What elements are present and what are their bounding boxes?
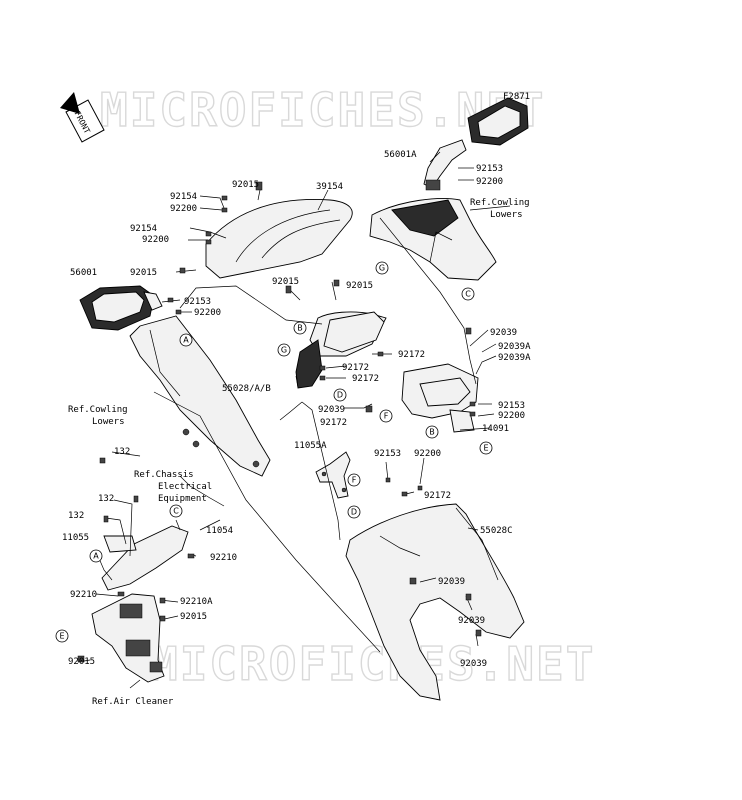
label-92153-top: 92153 bbox=[476, 164, 503, 174]
callout-B-2: B bbox=[425, 425, 439, 439]
headlight-inner-cowl bbox=[295, 311, 387, 389]
label-ref-cowling-right-2: Lowers bbox=[490, 210, 523, 220]
label-92039A-a: 92039A bbox=[498, 342, 531, 352]
label-92200-a: 92200 bbox=[170, 204, 197, 214]
label-55028C: 55028C bbox=[480, 526, 513, 536]
svg-text:F: F bbox=[352, 476, 357, 485]
instrument-panel bbox=[401, 363, 479, 433]
figure-code: F2871 bbox=[503, 92, 530, 102]
label-92172-d: 92172 bbox=[320, 418, 347, 428]
svg-text:E: E bbox=[483, 444, 488, 453]
callout-A-2: A bbox=[89, 549, 103, 563]
label-39154: 39154 bbox=[316, 182, 343, 192]
label-11055: 11055 bbox=[62, 533, 89, 543]
callout-E-2: E bbox=[55, 629, 69, 643]
fasteners bbox=[77, 181, 482, 663]
label-92039-b: 92039 bbox=[318, 405, 345, 415]
label-92153-left: 92153 bbox=[184, 297, 211, 307]
label-132-a: 132 bbox=[114, 447, 130, 457]
svg-text:F: F bbox=[384, 412, 389, 421]
label-55028AB: 55028/A/B bbox=[222, 384, 271, 394]
label-92039-d: 92039 bbox=[458, 616, 485, 626]
label-14091: 14091 bbox=[482, 424, 509, 434]
label-ref-cowling-right-1: Ref.Cowling bbox=[470, 198, 530, 208]
callout-D-1: D bbox=[333, 388, 347, 402]
label-92015-b: 92015 bbox=[130, 268, 157, 278]
cowling-stay bbox=[91, 593, 165, 683]
callout-C-2: C bbox=[169, 504, 183, 518]
label-92039A-b: 92039A bbox=[498, 353, 531, 363]
bracket-11055A bbox=[315, 451, 351, 499]
label-92210-a: 92210 bbox=[210, 553, 237, 563]
label-11054: 11054 bbox=[206, 526, 233, 536]
callout-F-1: F bbox=[379, 409, 393, 423]
callout-B-1: B bbox=[293, 321, 307, 335]
label-92154-b: 92154 bbox=[130, 224, 157, 234]
label-92210A: 92210A bbox=[180, 597, 213, 607]
label-ref-air-cleaner: Ref.Air Cleaner bbox=[92, 697, 174, 707]
label-ref-cowling-left-1: Ref.Cowling bbox=[68, 405, 128, 415]
label-92015-c: 92015 bbox=[272, 277, 299, 287]
svg-text:E: E bbox=[59, 632, 64, 641]
front-arrow-icon: FRONT bbox=[60, 92, 105, 143]
callout-C-1: C bbox=[461, 287, 475, 301]
label-92153-mid: 92153 bbox=[498, 401, 525, 411]
label-ref-chassis-2: Electrical bbox=[158, 482, 212, 492]
svg-text:B: B bbox=[297, 324, 303, 333]
cowling-right-upper bbox=[369, 198, 497, 281]
label-ref-chassis-1: Ref.Chassis bbox=[134, 470, 194, 480]
svg-text:A: A bbox=[93, 552, 99, 561]
upper-cowl-left bbox=[129, 315, 271, 477]
label-ref-chassis-3: Equipment bbox=[158, 494, 207, 504]
svg-text:A: A bbox=[183, 336, 189, 345]
label-92153-low: 92153 bbox=[374, 449, 401, 459]
label-92039-c: 92039 bbox=[438, 577, 465, 587]
label-92172-e: 92172 bbox=[424, 491, 451, 501]
label-92172-a: 92172 bbox=[398, 350, 425, 360]
label-92200-low: 92200 bbox=[414, 449, 441, 459]
svg-text:C: C bbox=[173, 507, 179, 516]
callout-A-1: A bbox=[179, 333, 193, 347]
label-56001A: 56001A bbox=[384, 150, 417, 160]
svg-text:G: G bbox=[379, 264, 385, 273]
label-92200-b: 92200 bbox=[142, 235, 169, 245]
lower-cowl-center bbox=[345, 503, 525, 701]
label-92200-left: 92200 bbox=[194, 308, 221, 318]
label-92015-e: 92015 bbox=[180, 612, 207, 622]
label-132-c: 132 bbox=[68, 511, 84, 521]
label-92200-top: 92200 bbox=[476, 177, 503, 187]
label-92015-a: 92015 bbox=[232, 180, 259, 190]
label-92015-d: 92015 bbox=[346, 281, 373, 291]
callout-G-2: G bbox=[277, 343, 291, 357]
label-92200-mid: 92200 bbox=[498, 411, 525, 421]
label-56001: 56001 bbox=[70, 268, 97, 278]
mirror-left bbox=[79, 285, 163, 331]
watermark-bottom: MICROFICHES.NET bbox=[150, 637, 595, 691]
callout-D-2: D bbox=[347, 505, 361, 519]
label-92039-a: 92039 bbox=[490, 328, 517, 338]
part-labels: 56001A 92153 92200 Ref.Cowling Lowers 92… bbox=[62, 150, 531, 707]
label-132-b: 132 bbox=[98, 494, 114, 504]
label-92210-b: 92210 bbox=[70, 590, 97, 600]
svg-text:D: D bbox=[337, 391, 343, 400]
label-92015-f: 92015 bbox=[68, 657, 95, 667]
callout-G-1: G bbox=[375, 261, 389, 275]
label-92039-e: 92039 bbox=[460, 659, 487, 669]
svg-text:C: C bbox=[465, 290, 471, 299]
label-ref-cowling-left-2: Lowers bbox=[92, 417, 125, 427]
windshield bbox=[205, 199, 353, 279]
label-11055A: 11055A bbox=[294, 441, 327, 451]
callout-F-2: F bbox=[347, 473, 361, 487]
svg-text:B: B bbox=[429, 428, 435, 437]
svg-text:D: D bbox=[351, 508, 357, 517]
mirror-right bbox=[423, 97, 529, 191]
label-92154-a: 92154 bbox=[170, 192, 197, 202]
meter-bracket-11055 bbox=[101, 525, 189, 591]
svg-text:G: G bbox=[281, 346, 287, 355]
label-92172-c: 92172 bbox=[352, 374, 379, 384]
label-92172-b: 92172 bbox=[342, 363, 369, 373]
callout-E-1: E bbox=[479, 441, 493, 455]
leader-lines bbox=[77, 151, 511, 689]
